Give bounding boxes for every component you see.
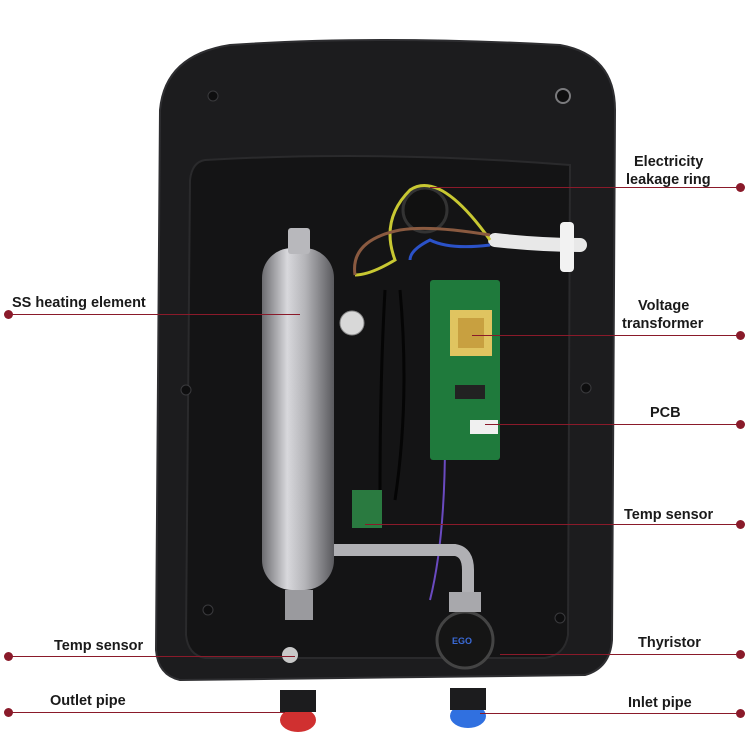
thermostat-disk [339, 310, 365, 336]
wire-yellow-green [354, 184, 492, 277]
heating-element [262, 248, 334, 590]
outlet-stub [280, 690, 316, 712]
heating-element-cap [288, 228, 310, 254]
cable-clamp [560, 222, 574, 272]
pcb-connector [470, 420, 498, 434]
outlet-fitting [285, 590, 313, 620]
label-leakage-ring-line1: Electricity [634, 154, 704, 170]
dot-inlet-pipe [736, 709, 745, 718]
label-temp-sensor-right: Temp sensor [624, 507, 714, 523]
flow-sensor-brand: EGO [452, 636, 472, 646]
dot-pcb [736, 420, 745, 429]
leader-pcb [485, 424, 740, 425]
wire-multi [429, 439, 446, 601]
transformer-core [458, 318, 484, 348]
leakage-ring [401, 186, 449, 234]
leader-leakage-ring [430, 187, 740, 188]
bottom-temp-probe [282, 647, 298, 663]
dot-voltage-transformer [736, 331, 745, 340]
label-voltage-transformer: Voltage transformer [622, 297, 703, 333]
leader-temp-sensor-right [365, 524, 740, 525]
dot-heating-element [4, 310, 13, 319]
dot-outlet-pipe [4, 708, 13, 717]
leader-heating-element [10, 314, 300, 315]
wire-black-1 [378, 289, 387, 491]
leader-outlet-pipe [10, 712, 285, 713]
connecting-pipe [334, 544, 474, 598]
temp-sensor-board [352, 490, 382, 528]
label-temp-sensor-left: Temp sensor [54, 638, 144, 654]
inner-tray [184, 155, 572, 659]
wire-brown [353, 226, 491, 276]
dot-temp-sensor-right [736, 520, 745, 529]
pcb-chip [455, 385, 485, 399]
dot-leakage-ring [736, 183, 745, 192]
dot-thyristor [736, 650, 745, 659]
label-thyristor: Thyristor [638, 635, 701, 651]
wire-black-2 [393, 289, 406, 501]
label-voltage-transformer-line2: transformer [622, 316, 704, 332]
label-leakage-ring-line2: leakage ring [626, 172, 711, 188]
label-pcb: PCB [650, 405, 681, 421]
label-voltage-transformer-line1: Voltage [638, 298, 690, 314]
leader-voltage-transformer [472, 335, 740, 336]
screw-top-right [555, 88, 571, 104]
dot-temp-sensor-left [4, 652, 13, 661]
outlet-cap [280, 708, 316, 732]
screw-bottom-right [554, 612, 566, 624]
label-heating-element: SS heating element [12, 295, 146, 311]
wire-blue [408, 238, 491, 261]
screw-right [580, 382, 592, 394]
label-leakage-ring: Electricity leakage ring [626, 153, 711, 189]
screw-top-left [207, 90, 219, 102]
label-inlet-pipe: Inlet pipe [628, 695, 692, 711]
inlet-fitting [449, 592, 481, 612]
screw-bottom-left [202, 604, 214, 616]
leader-temp-sensor-left [10, 656, 295, 657]
screw-left [180, 384, 192, 396]
leader-inlet-pipe [480, 713, 740, 714]
leader-thyristor [500, 654, 740, 655]
label-outlet-pipe: Outlet pipe [50, 693, 126, 709]
inlet-stub [450, 688, 486, 710]
